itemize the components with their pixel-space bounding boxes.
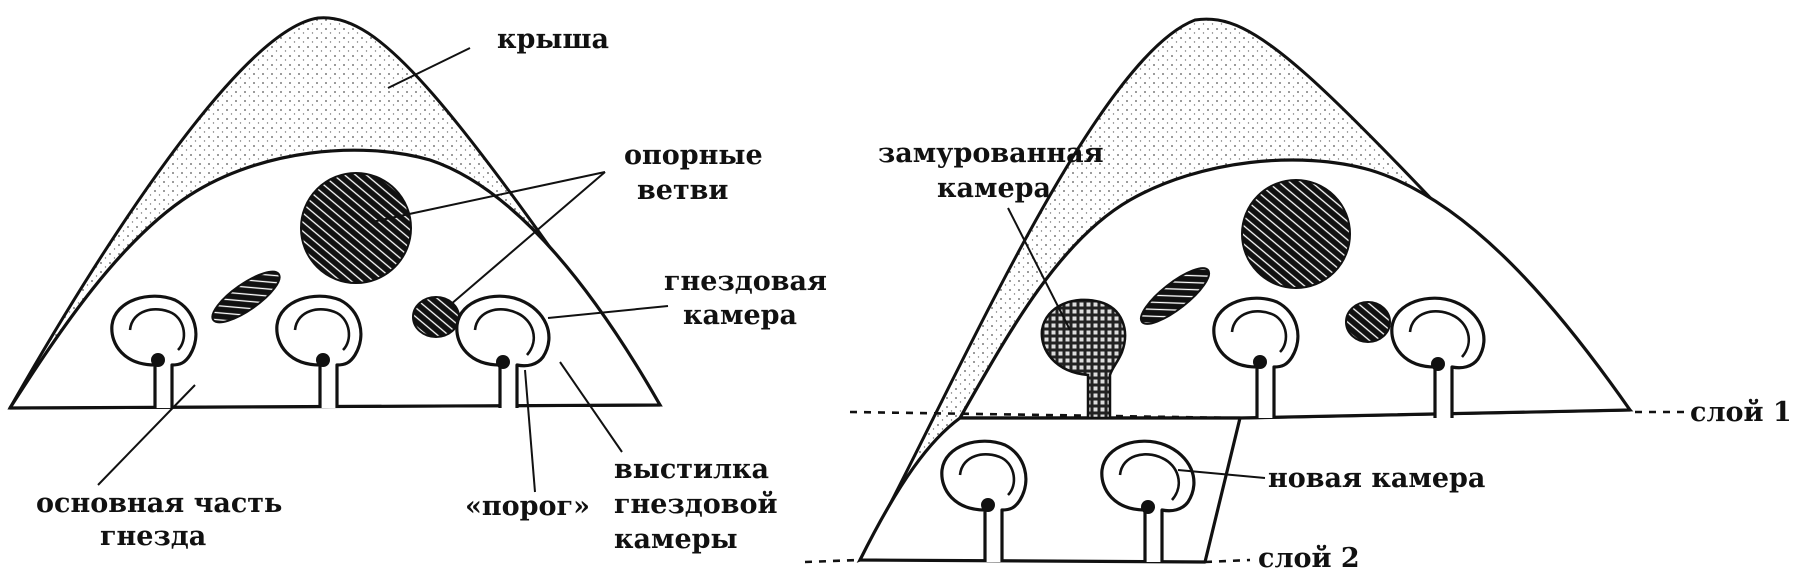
label-layer2: слой 2 bbox=[1258, 543, 1360, 574]
label-lining-2: гнездовой bbox=[614, 489, 778, 520]
label-lining-3: камеры bbox=[614, 524, 738, 555]
label-new-chamber: новая камера bbox=[1268, 463, 1485, 494]
left-nest: крыша опорные ветви гнездовая камера осн… bbox=[7, 16, 827, 555]
walled-chamber bbox=[1040, 298, 1127, 420]
left-chamber-2 bbox=[275, 294, 363, 408]
left-chamber-3 bbox=[455, 294, 551, 408]
label-lining-1: выстилка bbox=[614, 454, 769, 485]
right-support-branch-large bbox=[1241, 179, 1351, 289]
right-chamber-2 bbox=[1390, 296, 1486, 418]
label-nest-chamber-2: камера bbox=[683, 300, 797, 331]
right-chamber-1 bbox=[1212, 296, 1300, 418]
new-chamber-2 bbox=[1100, 439, 1196, 562]
new-chamber-1 bbox=[940, 439, 1028, 562]
label-walled-2: камера bbox=[937, 173, 1051, 204]
label-threshold: «порог» bbox=[465, 491, 590, 522]
right-support-branch-oval bbox=[1139, 267, 1211, 325]
support-branch-large bbox=[300, 172, 412, 284]
right-support-branch-small bbox=[1345, 301, 1391, 343]
label-main-part-2: гнезда bbox=[100, 521, 206, 552]
support-branch-oval bbox=[211, 270, 281, 324]
label-layer1: слой 1 bbox=[1690, 397, 1792, 428]
label-nest-chamber-1: гнездовая bbox=[664, 266, 827, 297]
label-walled-1: замурованная bbox=[878, 138, 1104, 169]
right-nest: замурованная камера новая камера слой 1 … bbox=[804, 17, 1792, 574]
label-main-part-1: основная часть bbox=[36, 488, 282, 519]
label-roof: крыша bbox=[497, 24, 609, 55]
label-support-branches-2: ветви bbox=[637, 175, 728, 206]
left-chamber-1 bbox=[110, 294, 198, 408]
label-support-branches-1: опорные bbox=[624, 140, 763, 171]
